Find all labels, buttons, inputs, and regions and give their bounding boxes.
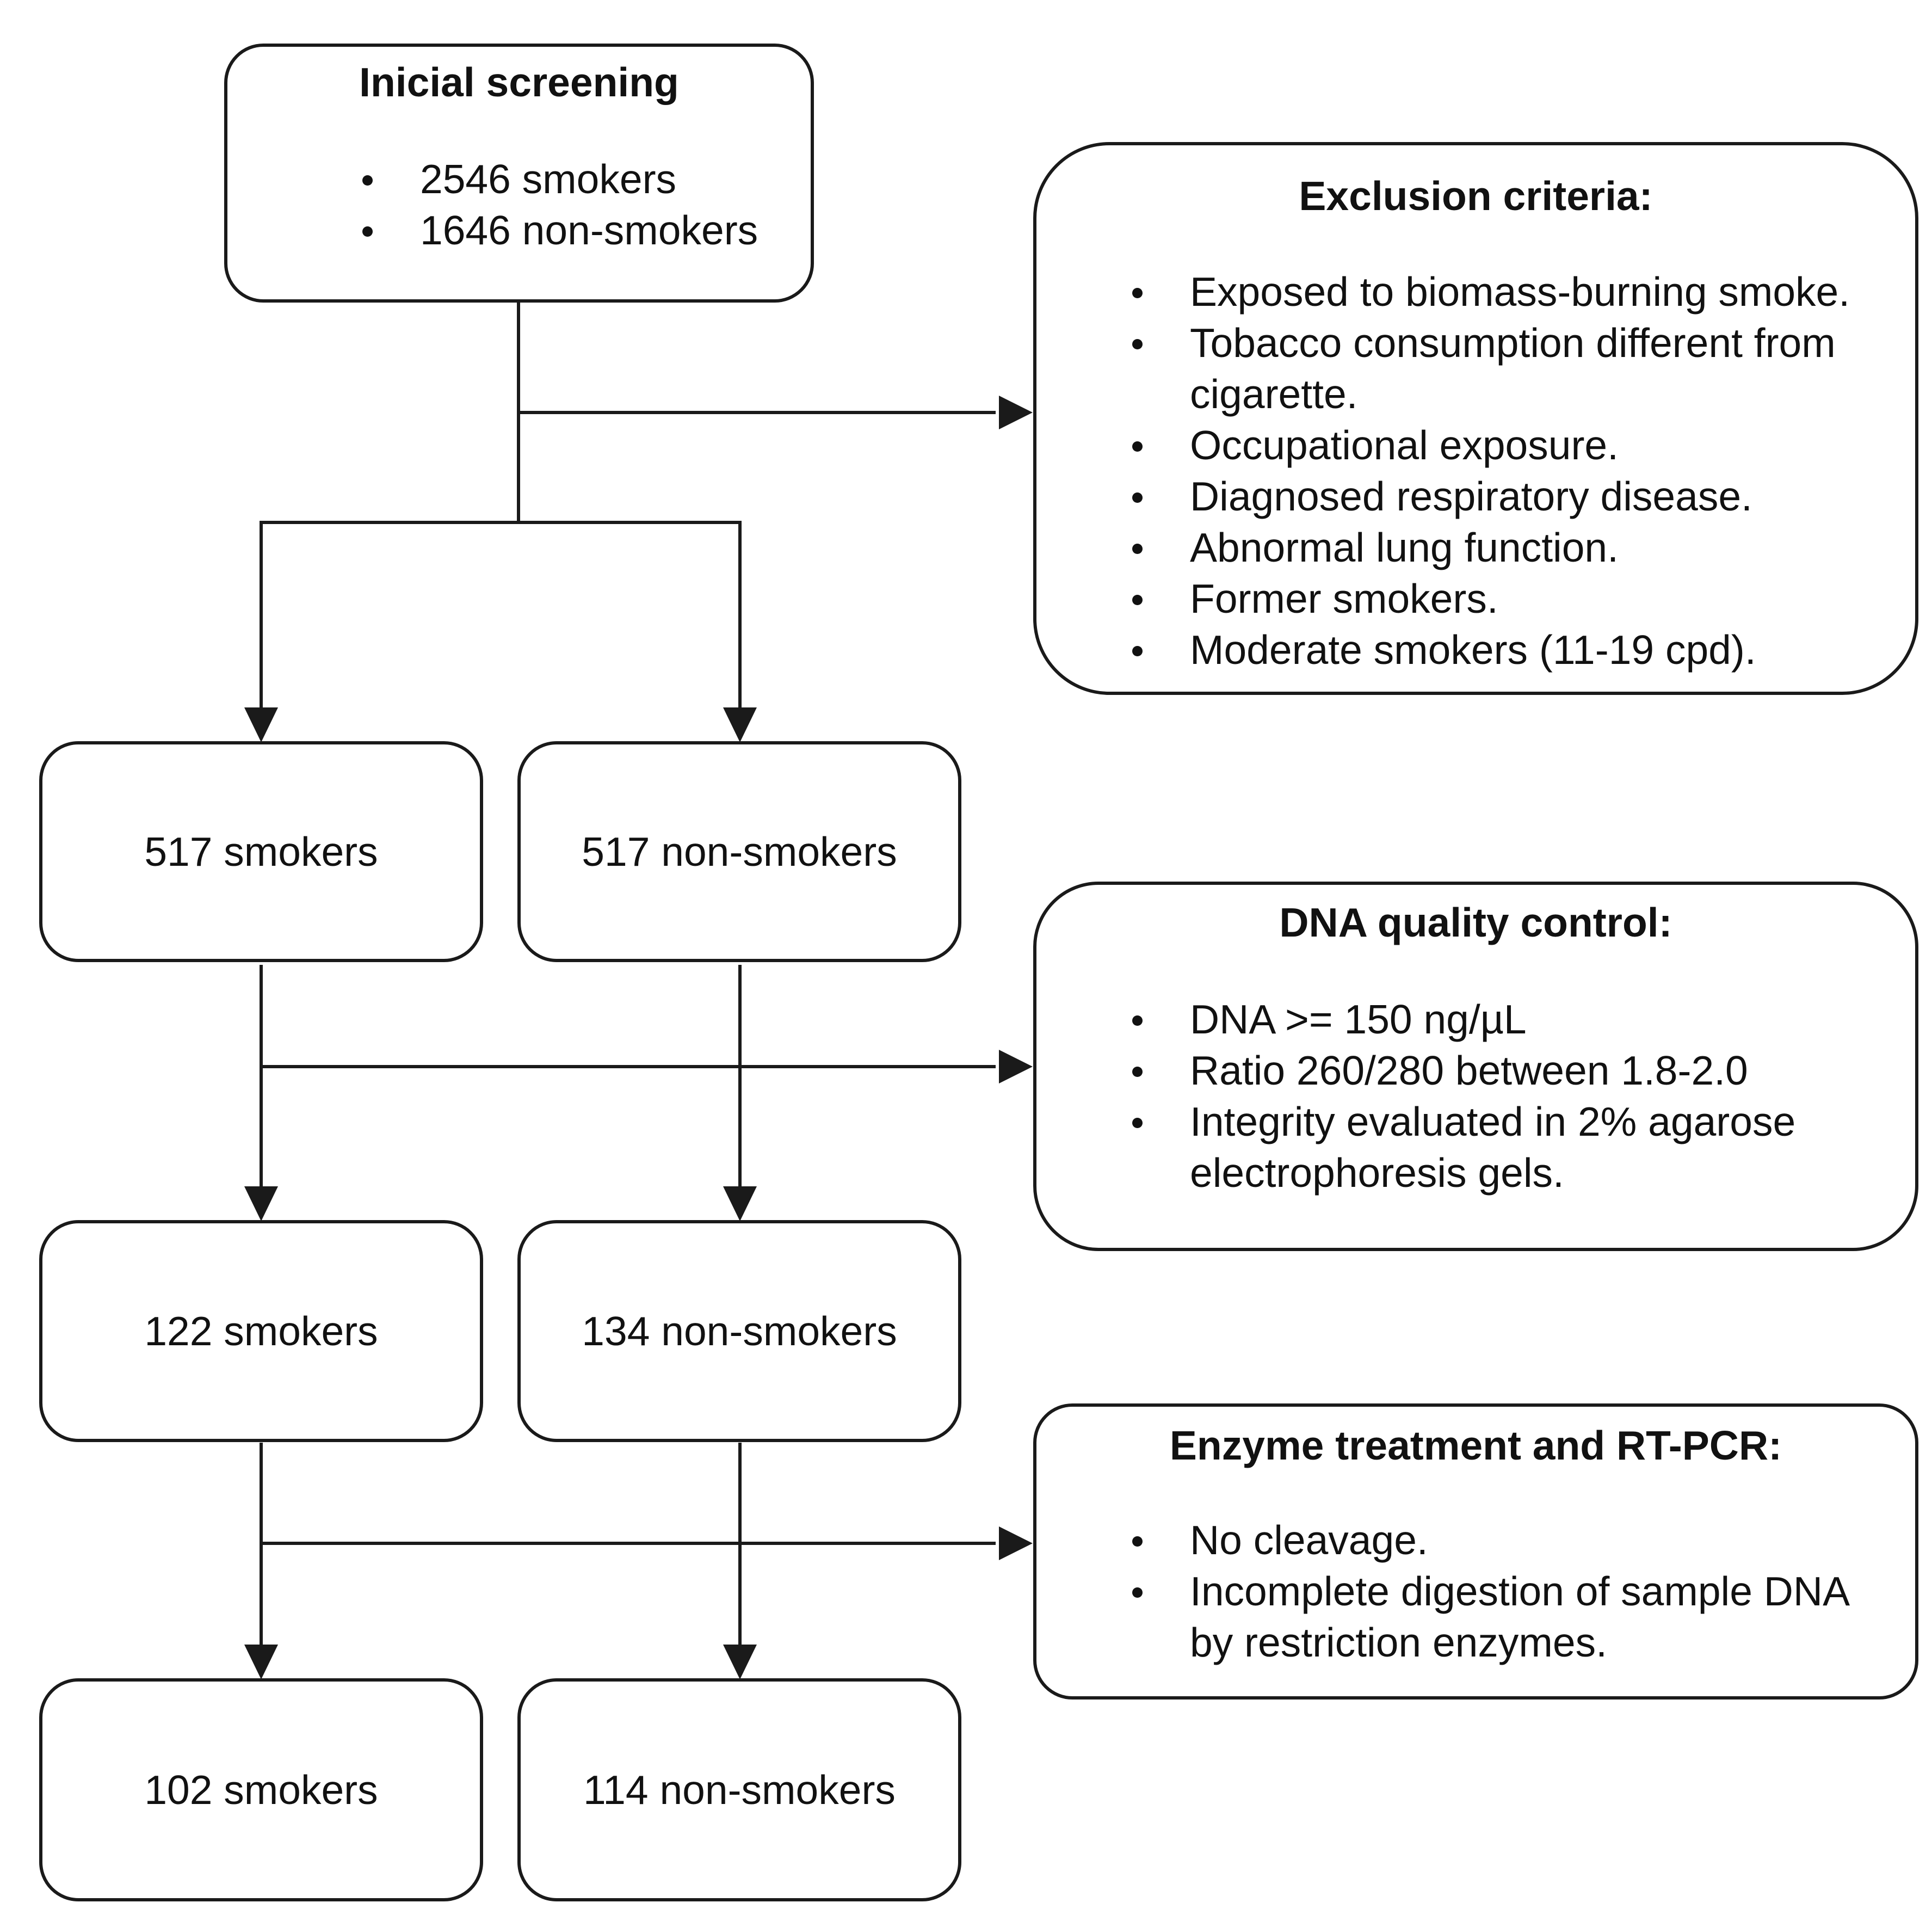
list-item: Exposed to biomass-burning smoke.	[1122, 266, 1850, 317]
stage1-smokers-label: 517 smokers	[144, 829, 378, 875]
list-item-text: Former smokers.	[1190, 576, 1498, 621]
list-item: 1646 non-smokers	[353, 205, 758, 256]
list-item: 2546 smokers	[353, 153, 758, 205]
list-item-text: Abnormal lung function.	[1190, 525, 1619, 570]
arrowhead-down-stage2-non-smokers	[723, 1186, 757, 1221]
list-item-continuation: cigarette.	[1190, 371, 1358, 417]
list-item: Former smokers.	[1122, 573, 1850, 624]
stage3-smokers-box: 102 smokers	[39, 1678, 483, 1901]
dna-quality-control-list: DNA >= 150 ng/µL Ratio 260/280 between 1…	[1122, 994, 1795, 1198]
list-item-text: Diagnosed respiratory disease.	[1190, 473, 1752, 519]
list-item-continuation: by restriction enzymes.	[1190, 1620, 1607, 1665]
arrowhead-right-enzyme	[999, 1526, 1033, 1560]
arrowhead-down-stage3-non-smokers	[723, 1645, 757, 1679]
list-item-text: DNA >= 150 ng/µL	[1190, 996, 1527, 1042]
stage2-non-smokers-box: 134 non-smokers	[517, 1220, 961, 1442]
stage1-smokers-box: 517 smokers	[39, 741, 483, 962]
arrowhead-down-stage1-smokers	[244, 707, 278, 742]
dna-quality-control-title: DNA quality control:	[1279, 900, 1672, 945]
list-item-continuation: electrophoresis gels.	[1190, 1150, 1564, 1196]
list-item-text: Exposed to biomass-burning smoke.	[1190, 269, 1850, 315]
list-item-text: Incomplete digestion of sample DNA	[1190, 1568, 1850, 1614]
list-item-text: Integrity evaluated in 2% agarose	[1190, 1099, 1796, 1144]
initial-screening-title: Inicial screening	[359, 59, 679, 105]
stage3-smokers-label: 102 smokers	[144, 1767, 378, 1813]
initial-screening-list: 2546 smokers 1646 non-smokers	[353, 153, 758, 256]
stage2-smokers-label: 122 smokers	[144, 1308, 378, 1354]
list-item: Moderate smokers (11-19 cpd).	[1122, 624, 1850, 675]
list-item-text: Ratio 260/280 between 1.8-2.0	[1190, 1048, 1748, 1093]
list-item-text: No cleavage.	[1190, 1517, 1428, 1563]
arrowhead-right-exclusion	[999, 396, 1033, 429]
list-item-text: 1646 non-smokers	[420, 207, 758, 253]
list-item: Abnormal lung function.	[1122, 522, 1850, 573]
list-item: Integrity evaluated in 2% agarose electro…	[1122, 1096, 1795, 1198]
stage1-non-smokers-label: 517 non-smokers	[582, 829, 897, 875]
dna-quality-control-box: DNA quality control: DNA >= 150 ng/µL Ra…	[1033, 882, 1918, 1251]
list-item: Incomplete digestion of sample DNA by res…	[1122, 1566, 1850, 1668]
initial-screening-box: Inicial screening 2546 smokers 1646 non-…	[224, 44, 814, 303]
exclusion-criteria-list: Exposed to biomass-burning smoke. Tobacc…	[1122, 266, 1850, 675]
list-item-text: Moderate smokers (11-19 cpd).	[1190, 627, 1756, 673]
enzyme-treatment-title: Enzyme treatment and RT-PCR:	[1169, 1423, 1782, 1468]
enzyme-treatment-list: No cleavage. Incomplete digestion of sam…	[1122, 1514, 1850, 1668]
list-item: Occupational exposure.	[1122, 420, 1850, 471]
list-item-text: 2546 smokers	[420, 156, 677, 202]
stage1-non-smokers-box: 517 non-smokers	[517, 741, 961, 962]
enzyme-treatment-box: Enzyme treatment and RT-PCR: No cleavage…	[1033, 1403, 1918, 1700]
list-item: No cleavage.	[1122, 1514, 1850, 1566]
list-item: Ratio 260/280 between 1.8-2.0	[1122, 1045, 1795, 1096]
stage2-smokers-box: 122 smokers	[39, 1220, 483, 1442]
exclusion-criteria-title: Exclusion criteria:	[1299, 173, 1653, 219]
stage2-non-smokers-label: 134 non-smokers	[582, 1308, 897, 1354]
arrowhead-down-stage1-non-smokers	[723, 707, 757, 742]
stage3-non-smokers-label: 114 non-smokers	[583, 1767, 896, 1813]
list-item: DNA >= 150 ng/µL	[1122, 994, 1795, 1045]
arrowhead-right-dna	[999, 1050, 1033, 1083]
arrowhead-down-stage3-smokers	[244, 1645, 278, 1679]
list-item: Tobacco consumption different from cigare…	[1122, 317, 1850, 420]
list-item-text: Tobacco consumption different from	[1190, 320, 1836, 366]
arrowhead-down-stage2-smokers	[244, 1186, 278, 1221]
list-item-text: Occupational exposure.	[1190, 422, 1619, 468]
exclusion-criteria-box: Exclusion criteria: Exposed to biomass-b…	[1033, 142, 1918, 695]
stage3-non-smokers-box: 114 non-smokers	[517, 1678, 961, 1901]
list-item: Diagnosed respiratory disease.	[1122, 471, 1850, 522]
